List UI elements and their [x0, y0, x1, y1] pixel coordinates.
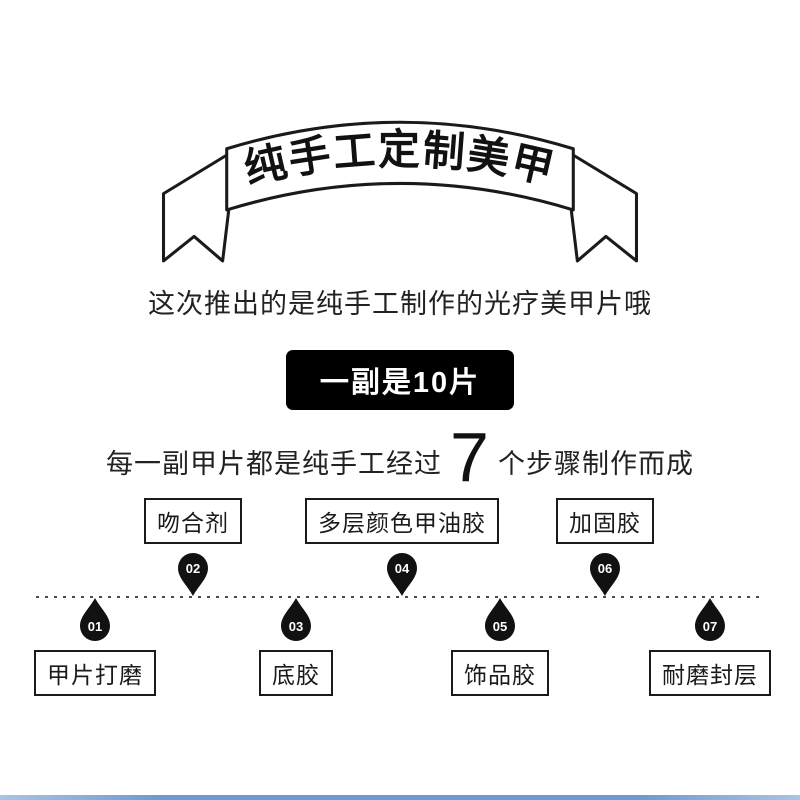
step-label: 加固胶 [556, 498, 654, 544]
badge-row: 一副是10片 [0, 350, 800, 410]
step-label: 饰品胶 [451, 650, 549, 696]
step-label: 甲片打磨 [34, 650, 156, 696]
step-number: 04 [395, 561, 410, 576]
timeline-step-03: 03 底胶 [259, 597, 333, 696]
ribbon-left-tail [161, 152, 231, 263]
timeline-step-02: 吻合剂 02 [144, 498, 242, 597]
step-label: 耐磨封层 [649, 650, 771, 696]
droplet-icon: 02 [178, 553, 208, 596]
droplet-icon: 05 [485, 598, 515, 641]
step-number: 07 [703, 619, 717, 634]
step-number: 03 [289, 619, 303, 634]
step-number: 02 [186, 561, 200, 576]
droplet-icon: 04 [387, 553, 417, 596]
timeline-step-06: 加固胶 06 [556, 498, 654, 597]
pieces-badge: 一副是10片 [285, 350, 515, 410]
intro-text: 这次推出的是纯手工制作的光疗美甲片哦 [148, 289, 652, 319]
process-timeline: 01 甲片打磨 吻合剂 02 03 底胶 多层颜色甲油胶 04 [0, 492, 800, 706]
droplet-icon: 07 [695, 598, 725, 641]
step-number: 01 [88, 619, 102, 634]
droplet-icon: 06 [590, 553, 620, 596]
ribbon-band [225, 120, 575, 212]
droplet-icon: 01 [80, 598, 110, 641]
step-label: 吻合剂 [144, 498, 242, 544]
timeline-step-07: 07 耐磨封层 [649, 597, 771, 696]
step-label: 底胶 [259, 650, 333, 696]
timeline-step-05: 05 饰品胶 [451, 597, 549, 696]
bottom-accent-line [0, 795, 800, 800]
timeline-step-01: 01 甲片打磨 [34, 597, 156, 696]
step-label: 多层颜色甲油胶 [305, 498, 499, 544]
ribbon-banner-graphic: 纯手工定制美甲 [161, 120, 639, 263]
ribbon-banner: 纯手工定制美甲 [155, 108, 645, 266]
droplet-icon: 03 [281, 598, 311, 641]
steps-heading-prefix: 每一副甲片都是纯手工经过 [106, 449, 443, 479]
steps-heading-suffix: 个步骤制作而成 [497, 449, 694, 479]
timeline-dotted-line [36, 596, 764, 598]
step-number: 05 [493, 619, 507, 634]
steps-count-number: 7 [450, 418, 490, 496]
ribbon-right-tail [569, 152, 639, 263]
timeline-step-04: 多层颜色甲油胶 04 [305, 498, 499, 597]
step-number: 06 [598, 561, 612, 576]
